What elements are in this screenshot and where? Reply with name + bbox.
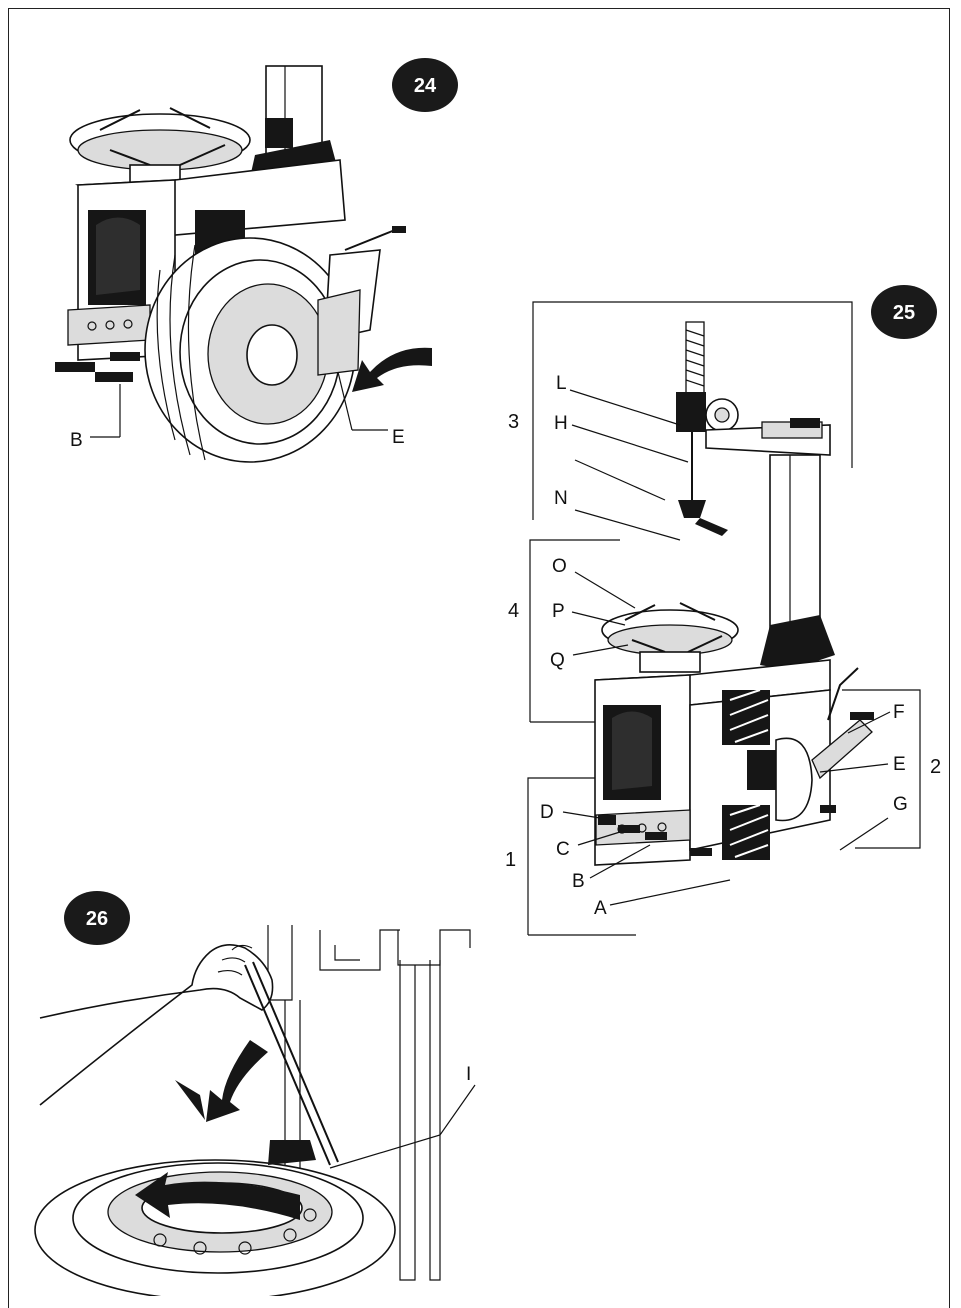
- figure-25-label-g: G: [893, 794, 908, 815]
- figure-25-label-q: Q: [550, 650, 565, 671]
- figure-25-label-f: F: [893, 702, 905, 723]
- figure-24: 24: [55, 58, 458, 463]
- figure-25-label-e: E: [893, 754, 906, 775]
- tyre-changer-drawing-24: [55, 65, 432, 463]
- figure-25-label-p: P: [552, 601, 565, 622]
- figure-25-badge: 25: [871, 285, 937, 339]
- figure-25-label-a: A: [594, 898, 607, 919]
- figure-26-badge: 26: [64, 891, 130, 945]
- figure-24-label-e: E: [392, 427, 405, 448]
- figure-25-label-c: C: [556, 839, 570, 860]
- leader-lines-25: [562, 389, 891, 906]
- tyre-changer-drawing-25: [594, 321, 874, 866]
- rotate-arrow-down-icon: [206, 1040, 268, 1122]
- group-number-4: 4: [508, 600, 519, 622]
- figure-24-number: 24: [414, 75, 437, 97]
- figure-25-label-b: B: [572, 871, 585, 892]
- group-number-1: 1: [505, 849, 516, 871]
- group-brackets: [527, 301, 921, 936]
- figure-24-label-b: B: [70, 430, 83, 451]
- tyre-mounting-drawing-26: [34, 925, 476, 1296]
- group-number-2: 2: [930, 756, 941, 778]
- figure-26: 26: [34, 891, 476, 1296]
- page-frame: [8, 8, 950, 1308]
- push-arrow-icon: [352, 347, 432, 392]
- figure-24-badge: 24: [392, 58, 458, 112]
- group-number-3: 3: [508, 411, 519, 433]
- rotate-arrow-around-icon: [135, 1172, 300, 1220]
- figure-26-label-i: I: [466, 1064, 471, 1085]
- figure-25-label-o: O: [552, 556, 567, 577]
- figure-26-number: 26: [86, 908, 108, 930]
- figure-25-number: 25: [893, 302, 915, 324]
- figure-25-label-l: L: [556, 373, 567, 394]
- figure-25-label-d: D: [540, 802, 554, 823]
- figure-25-label-n: N: [554, 488, 568, 509]
- figure-25-label-h: H: [554, 413, 568, 434]
- figure-25: 25: [505, 285, 941, 936]
